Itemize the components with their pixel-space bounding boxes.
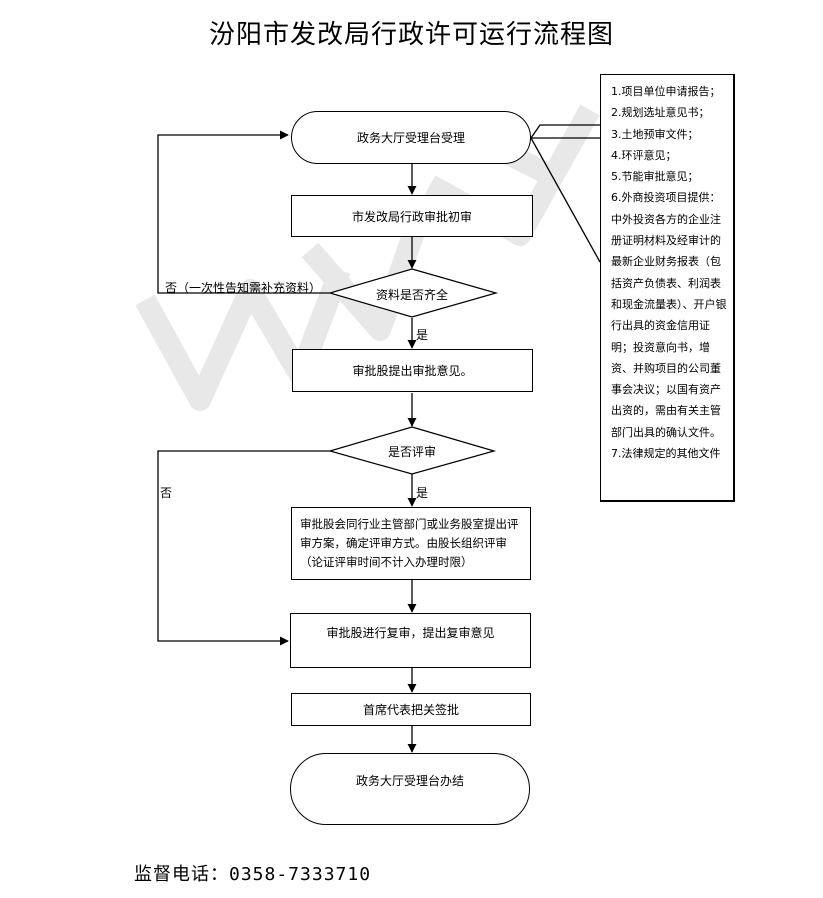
material-item: 3.土地预审文件；: [611, 127, 699, 141]
material-item: 5.节能审批意见；: [611, 170, 699, 184]
decision-complete-label: 资料是否齐全: [375, 288, 448, 302]
material-item: 7.法律规定的其他文件: [611, 447, 721, 461]
material-item: 1.项目单位申请报告；: [611, 85, 721, 98]
start-node-text: 政务大厅受理台受理: [356, 131, 465, 145]
decision-diamond-review: [327, 426, 497, 475]
decision-review-label: 是否评审: [387, 445, 436, 459]
end-node: 政务大厅受理台办结: [290, 753, 530, 825]
start-node: 政务大厅受理台受理: [291, 111, 531, 164]
end-node-text: 政务大厅受理台办结: [355, 774, 464, 788]
recheck-text: 审批股进行复审，提出复审意见: [326, 626, 495, 640]
review-plan-text: 审批股会同行业主管部门或业务股室提出评审方案，确定评审方式。由股长组织评审（论证…: [300, 517, 519, 569]
materials-box: 1.项目单位申请报告； 2.规划选址意见书； 3.土地预审文件； 4.环评意见；…: [600, 74, 735, 502]
no-supplement-label: 否（一次性告知需补充资料）: [165, 281, 322, 295]
decision-diamond-complete: [327, 268, 499, 318]
review-plan-node: 审批股会同行业主管部门或业务股室提出评审方案，确定评审方式。由股长组织评审（论证…: [291, 507, 531, 580]
sign-node: 首席代表把关签批: [291, 693, 531, 726]
sign-text: 首席代表把关签批: [362, 703, 459, 717]
material-item: 2.规划选址意见书；: [611, 106, 710, 120]
opinion-text: 审批股提出审批意见。: [352, 364, 473, 378]
initial-review-node: 市发改局行政审批初审: [291, 195, 533, 237]
material-item: 6.外商投资项目提供：中外投资各方的企业注册证明材料及经审计的最新企业财务报表（…: [611, 191, 727, 439]
page-title: 汾阳市发改局行政许可运行流程图: [208, 20, 614, 50]
opinion-node: 审批股提出审批意见。: [292, 349, 533, 392]
supervision-phone: 监督电话：0358-7333710: [134, 864, 372, 885]
recheck-node: 审批股进行复审，提出复审意见: [290, 613, 531, 668]
material-item: 4.环评意见；: [611, 148, 677, 162]
yes-label-2: 是: [416, 486, 429, 500]
yes-label-1: 是: [416, 328, 429, 342]
initial-review-text: 市发改局行政审批初审: [351, 209, 472, 224]
no-label-2: 否: [160, 486, 173, 500]
